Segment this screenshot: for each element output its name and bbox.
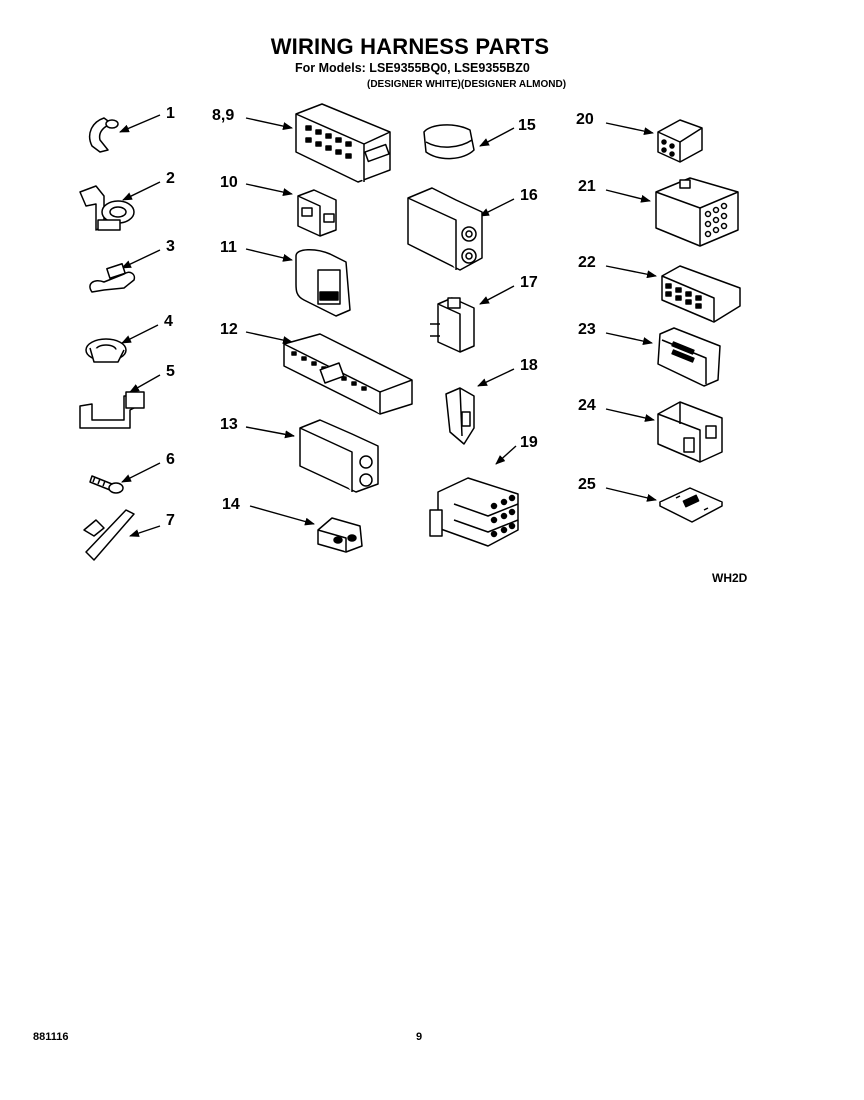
- leader-20: [605, 122, 654, 136]
- leader-15: [479, 127, 515, 147]
- leader-21: [605, 189, 651, 203]
- leader-17: [479, 285, 515, 305]
- leader-8-9: [245, 117, 293, 130]
- callout-25: 25: [578, 476, 596, 493]
- part-10-connector: [297, 189, 337, 237]
- leader-6: [121, 462, 161, 483]
- part-14-connector: [317, 517, 363, 553]
- part-16-connector: [407, 187, 483, 271]
- part-13-connector: [299, 419, 379, 493]
- part-1-clip: [88, 117, 119, 153]
- callout-15: 15: [518, 117, 536, 134]
- part-15-sleeve: [423, 124, 475, 160]
- part-8-9-connector-block: [295, 103, 391, 183]
- model-variants: (DESIGNER WHITE)(DESIGNER ALMOND): [367, 79, 567, 90]
- part-3-wire-clip: [89, 263, 136, 293]
- part-17-terminal-block: [430, 297, 475, 353]
- part-24-connector: [657, 401, 723, 463]
- callout-24: 24: [578, 397, 596, 414]
- diagram-code: WH2D: [712, 571, 748, 585]
- leader-2: [122, 181, 161, 201]
- page-number: 9: [416, 1031, 423, 1043]
- leader-12: [245, 331, 293, 344]
- leader-7: [129, 525, 161, 537]
- part-6-screw: [89, 475, 124, 494]
- document-number: 881116: [33, 1031, 69, 1043]
- leader-14: [249, 505, 315, 526]
- callout-11: 11: [220, 239, 237, 256]
- part-22-connector-housing: [661, 265, 741, 323]
- callout-4: 4: [164, 313, 173, 330]
- callout-21: 21: [578, 178, 596, 195]
- callout-6: 6: [166, 451, 175, 468]
- leader-1: [119, 114, 161, 133]
- callout-1: 1: [166, 105, 175, 122]
- leader-3: [121, 249, 161, 269]
- part-5-bracket: [79, 391, 145, 429]
- leader-18: [477, 368, 515, 387]
- leader-10: [245, 183, 293, 196]
- part-25-circuit-board: [659, 487, 723, 523]
- callout-13: 13: [220, 416, 238, 433]
- callout-23: 23: [578, 321, 596, 338]
- callout-16: 16: [520, 187, 538, 204]
- callout-20: 20: [576, 111, 594, 128]
- leader-22: [605, 265, 657, 279]
- leader-24: [605, 408, 655, 422]
- callout-22: 22: [578, 254, 596, 271]
- part-12-long-connector: [283, 333, 413, 415]
- callout-8-9: 8,9: [212, 107, 235, 124]
- leader-13: [245, 426, 295, 439]
- part-18-clip: [445, 387, 475, 445]
- callout-5: 5: [166, 363, 175, 380]
- part-11-connector: [295, 249, 351, 317]
- leader-23: [605, 332, 653, 345]
- callout-10: 10: [220, 174, 238, 191]
- part-19-multi-connector: [429, 477, 519, 547]
- callout-7: 7: [166, 512, 175, 529]
- leader-25: [605, 487, 657, 502]
- callout-12: 12: [220, 321, 238, 338]
- callout-17: 17: [520, 274, 538, 291]
- part-21-connector-housing: [655, 177, 739, 247]
- leader-arrows: [119, 114, 657, 537]
- callout-14: 14: [222, 496, 240, 513]
- part-2-clamp: [79, 185, 135, 231]
- callout-2: 2: [166, 170, 175, 187]
- model-numbers: For Models: LSE9355BQ0, LSE9355BZ0: [295, 61, 530, 75]
- callout-3: 3: [166, 238, 175, 255]
- page-title: WIRING HARNESS PARTS: [270, 34, 550, 59]
- leader-11: [245, 248, 293, 262]
- leader-19: [495, 445, 517, 465]
- part-4-grommet: [85, 338, 127, 363]
- leader-5: [129, 374, 161, 393]
- leader-16: [479, 198, 515, 217]
- part-7-strip: [83, 509, 135, 561]
- callout-18: 18: [520, 357, 538, 374]
- leader-4: [121, 324, 159, 344]
- part-23-connector: [657, 327, 721, 387]
- part-20-small-connector: [657, 119, 703, 163]
- callout-19: 19: [520, 434, 538, 451]
